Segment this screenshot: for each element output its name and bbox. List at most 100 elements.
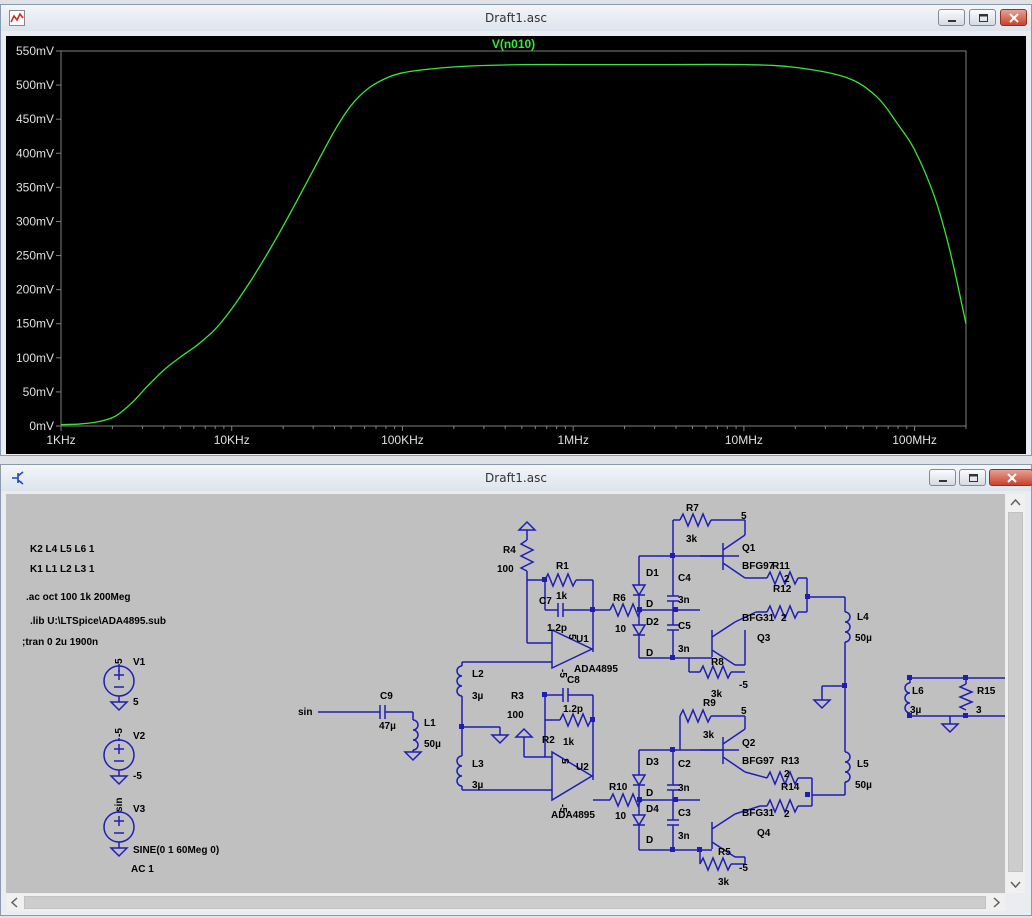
v2-value: -5 [133, 771, 142, 782]
u1-label: U1 [576, 634, 589, 645]
directive-k2[interactable]: K2 L4 L5 L6 1 [30, 544, 95, 555]
c3-label: C3 [678, 808, 691, 819]
r15-label: R15 [977, 686, 996, 697]
r11-label: R11 [772, 561, 790, 572]
r11-value: 2 [784, 574, 790, 585]
l1-label: L1 [424, 718, 436, 729]
v3-node: sin [114, 798, 125, 812]
r14-label: R14 [781, 782, 800, 793]
y-tick-label: 500mV [16, 78, 54, 92]
x-tick-label: 100MHz [892, 433, 937, 447]
u2-label: U2 [576, 762, 589, 773]
c4-label: C4 [678, 573, 691, 584]
scroll-up-icon[interactable] [1006, 494, 1025, 511]
schematic-titlebar[interactable]: Draft1.asc [1, 465, 1032, 491]
schematic-drawing[interactable]: K2 L4 L5 L6 1 K1 L1 L2 L3 1 .ac oct 100 … [6, 494, 1005, 893]
q1-label: Q1 [742, 543, 756, 554]
schematic-restore-button[interactable] [959, 469, 986, 486]
scroll-right-icon[interactable] [988, 894, 1005, 911]
y-tick-label: 200mV [16, 283, 54, 297]
r1-label: R1 [556, 561, 569, 572]
directive-tran[interactable]: ;tran 0 2u 1900n [22, 637, 98, 648]
l3-label: L3 [472, 759, 484, 770]
r2-label: R2 [542, 735, 555, 746]
r7-label: R7 [686, 503, 699, 514]
r13-label: R13 [781, 756, 800, 767]
r1-value: 1k [556, 591, 568, 602]
input-network [318, 661, 552, 791]
scroll-left-icon[interactable] [6, 894, 23, 911]
d4-label: D4 [646, 804, 659, 815]
r6-label: R6 [613, 593, 626, 604]
bode-plot[interactable]: 0mV50mV100mV150mV200mV250mV300mV350mV400… [6, 36, 1026, 454]
close-button[interactable] [1000, 9, 1027, 26]
schematic-icon [12, 471, 24, 485]
sin-net-label: sin [298, 707, 312, 718]
l5-label: L5 [857, 759, 869, 770]
plot-frame [60, 50, 967, 427]
c3-value: 3n [678, 831, 690, 842]
l3-value: 3µ [472, 780, 484, 791]
y-tick-label: 0mV [29, 419, 54, 433]
l4-value: 50µ [855, 633, 872, 644]
d3-label: D3 [646, 757, 659, 768]
x-tick-label: 1MHz [557, 433, 588, 447]
schematic-canvas[interactable]: K2 L4 L5 L6 1 K1 L1 L2 L3 1 .ac oct 100 … [6, 494, 1005, 893]
directive-ac[interactable]: .ac oct 100 1k 200Meg [26, 592, 131, 603]
r3-label: R3 [511, 691, 524, 702]
r5-value: 3k [718, 877, 730, 888]
schematic-minimize-button[interactable] [929, 469, 956, 486]
opamp-stages [515, 521, 606, 802]
output-stage-lower [606, 708, 845, 872]
r15-value: 3 [976, 705, 982, 716]
l1-value: 50µ [424, 739, 441, 750]
horizontal-scroll-thumb[interactable] [24, 896, 986, 909]
source-v1[interactable] [103, 664, 135, 711]
restore-icon [969, 474, 978, 482]
vertical-scrollbar[interactable] [1006, 494, 1025, 893]
x-tick-label: 10MHz [725, 433, 763, 447]
d2-model: D [646, 648, 653, 659]
v1-value: 5 [133, 697, 139, 708]
r4-value: 100 [497, 564, 514, 575]
q3-value: BFG31 [742, 613, 775, 624]
x-tick-label: 1KHz [46, 433, 75, 447]
horizontal-scrollbar[interactable] [6, 894, 1005, 911]
c7-value: 1.2p [547, 623, 567, 634]
scroll-down-icon[interactable] [1006, 876, 1025, 893]
r9-value: 3k [703, 730, 715, 741]
directive-lib[interactable]: .lib U:\LTSpice\ADA4895.sub [30, 616, 166, 627]
restore-button[interactable] [969, 9, 996, 26]
source-v2[interactable] [103, 738, 135, 785]
x-tick-label: 100KHz [381, 433, 424, 447]
directive-k1[interactable]: K1 L1 L2 L3 1 [30, 564, 95, 575]
plot-titlebar[interactable]: Draft1.asc [1, 5, 1031, 31]
schematic-close-button[interactable] [989, 469, 1032, 486]
c2-label: C2 [678, 759, 691, 770]
close-icon [1009, 13, 1019, 23]
c8-value: 1.2p [563, 704, 583, 715]
l6-label: L6 [912, 686, 924, 697]
q3-supply: -5 [739, 680, 748, 691]
c2-value: 3n [678, 783, 690, 794]
r10-label: R10 [609, 782, 628, 793]
r9-label: R9 [703, 698, 716, 709]
d3-model: D [646, 788, 653, 799]
vertical-scroll-thumb[interactable] [1008, 512, 1023, 872]
r3-value: 100 [507, 710, 524, 721]
minimize-button[interactable] [938, 9, 965, 26]
v3-ac: AC 1 [131, 864, 154, 875]
source-v3[interactable] [103, 811, 135, 857]
y-tick-label: 550mV [16, 44, 54, 58]
c9-value: 47µ [379, 721, 396, 732]
u1-pos-supply: 5 [566, 634, 577, 640]
l2-label: L2 [472, 669, 484, 680]
r4-label: R4 [503, 545, 516, 556]
q2-label: Q2 [742, 738, 756, 749]
y-tick-label: 250mV [16, 249, 54, 263]
spice-directives: K2 L4 L5 L6 1 K1 L1 L2 L3 1 .ac oct 100 … [22, 544, 166, 648]
u2-pos-supply: 5 [561, 758, 572, 764]
v1-node: 5 [114, 658, 125, 664]
v2-node: -5 [114, 728, 125, 737]
